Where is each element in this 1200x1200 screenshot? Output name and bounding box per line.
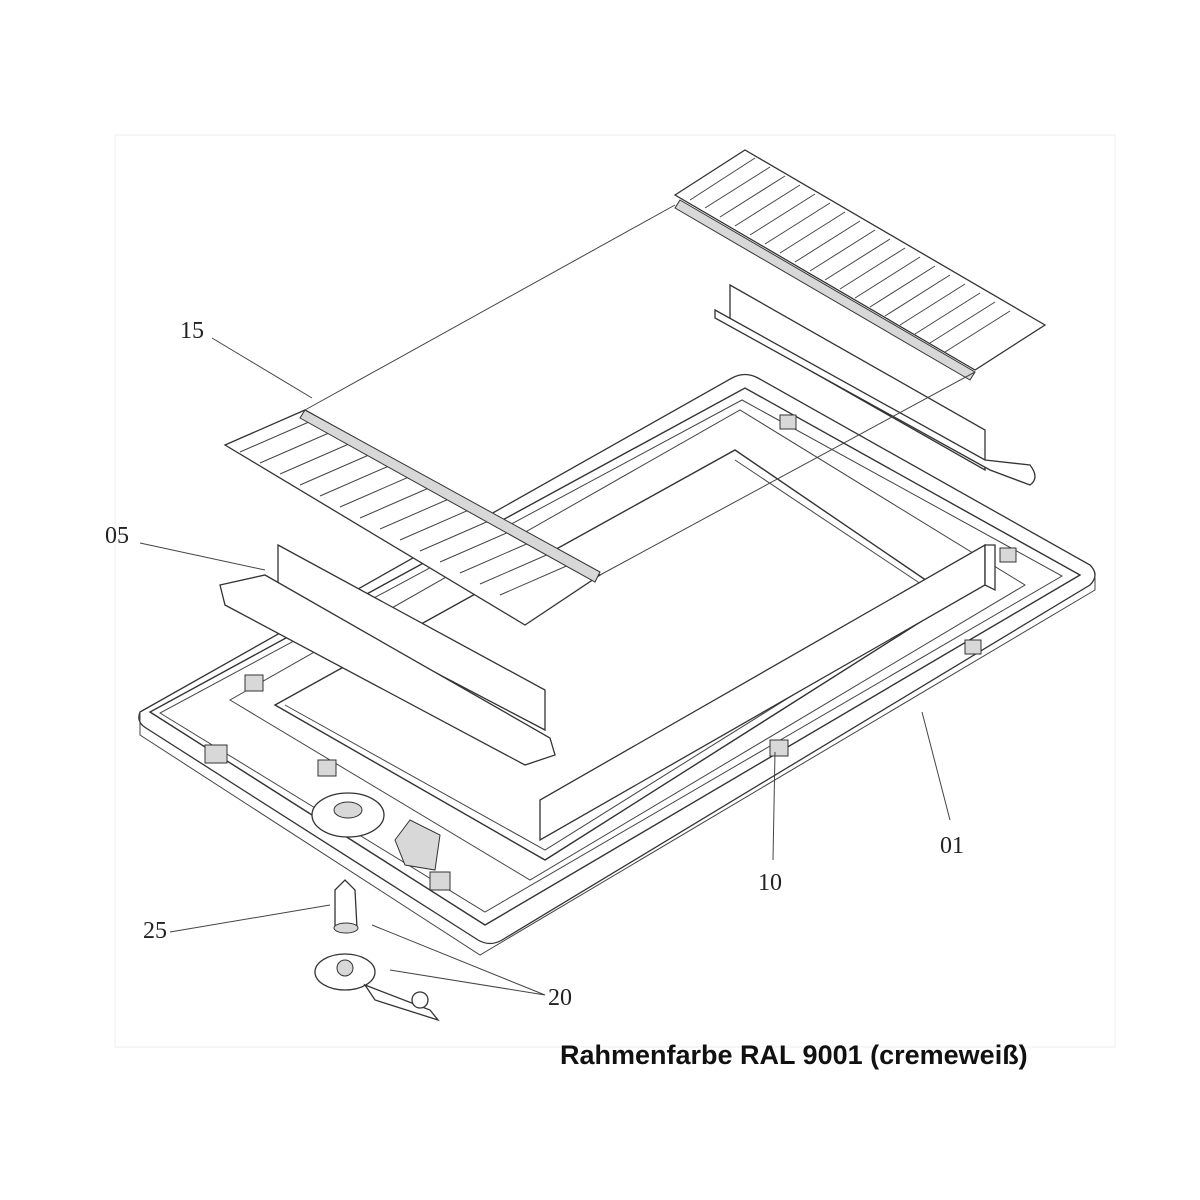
label-25: 25	[143, 918, 167, 944]
side-panel-right	[539, 543, 996, 842]
pleated-blind-top	[673, 149, 1047, 381]
label-20: 20	[548, 985, 572, 1011]
label-10: 10	[758, 870, 782, 896]
pleated-blind-part-15	[223, 409, 602, 626]
frame-part-01	[138, 373, 1096, 956]
drawing-border	[114, 134, 1116, 1048]
label-05: 05	[105, 523, 129, 549]
label-15: 15	[180, 318, 204, 344]
leader-lines	[139, 337, 951, 996]
blind-cords	[304, 204, 976, 576]
knob-part-25	[333, 879, 359, 934]
handle-part-20	[314, 953, 440, 1022]
label-01: 01	[940, 833, 964, 859]
caption: Rahmenfarbe RAL 9001 (cremeweiß)	[560, 1040, 1028, 1070]
side-panel-part-05	[219, 543, 556, 766]
side-panel-back	[714, 283, 1036, 486]
